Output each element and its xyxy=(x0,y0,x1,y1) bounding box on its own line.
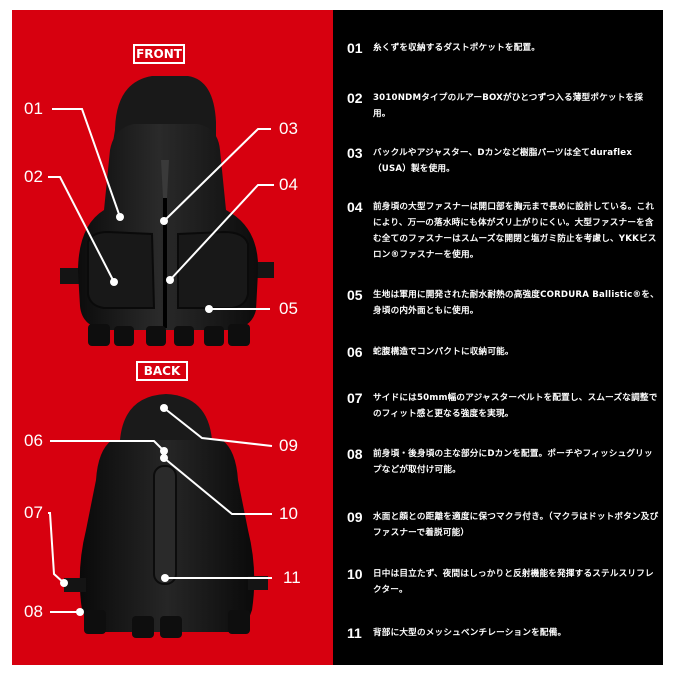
feature-text: 糸くずを収納するダストポケットを配置。 xyxy=(373,43,541,53)
dot-02 xyxy=(110,278,118,286)
callout-02: 02 xyxy=(24,167,43,186)
feature-number: 05 xyxy=(347,287,363,303)
zipper-pull xyxy=(161,160,169,198)
dot-06 xyxy=(160,447,168,455)
callout-04: 04 xyxy=(279,175,298,194)
feature-number: 04 xyxy=(347,199,363,215)
callout-07: 07 xyxy=(24,503,43,522)
feature-text: バックルやアジャスター、Dカンなど樹脂パーツは全てduraflex（USA）製を… xyxy=(373,148,633,174)
feature-number: 06 xyxy=(347,344,363,360)
dot-07 xyxy=(60,579,68,587)
feature-number: 09 xyxy=(347,509,363,525)
feature-text: サイドには50mm幅のアジャスターベルトを配置し、スムーズな調整でのフィット感と… xyxy=(373,393,658,419)
dot-01 xyxy=(116,213,124,221)
dot-10 xyxy=(160,454,168,462)
leader-04 xyxy=(169,184,274,281)
feature-list-panel: 01 糸くずを収納するダストポケットを配置。 02 3010NDMタイプのルアー… xyxy=(333,10,663,665)
callout-09: 09 xyxy=(279,436,298,455)
back-bottom-ribs xyxy=(84,610,250,638)
feature-item: 11 背部に大型のメッシュベンチレーションを配備。 xyxy=(347,625,659,641)
front-vest xyxy=(60,76,274,346)
leader-lines xyxy=(48,108,274,613)
product-feature-graphic: FRONT BACK 01 02 03 04 05 06 07 08 09 10… xyxy=(12,10,663,665)
feature-number: 10 xyxy=(347,566,363,582)
feature-text: 日中は目立たず、夜間はしっかりと反射機能を発揮するステルスリフレクター。 xyxy=(373,569,654,595)
dot-11 xyxy=(161,574,169,582)
front-pocket-left xyxy=(87,230,156,309)
back-side-belt-left xyxy=(64,578,86,592)
feature-text: 3010NDMタイプのルアーBOXがひとつずつ入る薄型ポケットを採用。 xyxy=(373,93,644,119)
feature-number: 11 xyxy=(347,625,362,641)
feature-number: 08 xyxy=(347,446,363,462)
back-side-belt-right xyxy=(248,576,268,590)
callout-11: 11 xyxy=(283,568,301,587)
feature-item: 01 糸くずを収納するダストポケットを配置。 xyxy=(347,40,659,56)
vest-diagram xyxy=(48,76,274,638)
callout-08: 08 xyxy=(24,602,43,621)
front-view-label: FRONT xyxy=(133,44,185,64)
callout-01: 01 xyxy=(24,99,43,118)
leader-01 xyxy=(52,108,121,218)
dot-03 xyxy=(160,217,168,225)
feature-number: 03 xyxy=(347,145,363,161)
dot-05 xyxy=(205,305,213,313)
feature-item: 03 バックルやアジャスター、Dカンなど樹脂パーツは全てduraflex（USA… xyxy=(347,145,659,177)
feature-number: 07 xyxy=(347,390,363,406)
leader-06 xyxy=(50,440,165,452)
back-pillow xyxy=(120,394,212,440)
dot-04 xyxy=(166,276,174,284)
front-bottom-ribs xyxy=(88,324,250,346)
feature-item: 08 前身頃・後身頃の主な部分にDカンを配置。ポーチやフィッシュグリップなどが取… xyxy=(347,446,659,478)
diagram-panel: FRONT BACK 01 02 03 04 05 06 07 08 09 10… xyxy=(12,10,333,665)
callout-03: 03 xyxy=(279,119,298,138)
feature-text: 水面と顔との距離を適度に保つマクラ付き。（マクラはドットボタン及びファスナーで着… xyxy=(373,512,659,538)
callout-10: 10 xyxy=(279,504,298,523)
feature-item: 04 前身頃の大型ファスナーは開口部を胸元まで長めに設計している。これにより、万… xyxy=(347,199,659,263)
leader-02 xyxy=(48,176,115,283)
feature-item: 07 サイドには50mm幅のアジャスターベルトを配置し、スムーズな調整でのフィッ… xyxy=(347,390,659,422)
feature-item: 10 日中は目立たず、夜間はしっかりと反射機能を発揮するステルスリフレクター。 xyxy=(347,566,659,598)
leader-dots xyxy=(60,213,213,616)
leader-03 xyxy=(163,128,271,222)
feature-text: 生地は軍用に開発された耐水耐熱の高強度CORDURA Ballistic®を、身… xyxy=(373,290,659,316)
feature-item: 05 生地は軍用に開発された耐水耐熱の高強度CORDURA Ballistic®… xyxy=(347,287,659,319)
leader-10 xyxy=(163,457,272,515)
callout-06: 06 xyxy=(24,431,43,450)
feature-item: 06 蛇腹構造でコンパクトに収納可能。 xyxy=(347,344,659,360)
dot-09 xyxy=(160,404,168,412)
feature-text: 前身頃の大型ファスナーは開口部を胸元まで長めに設計している。これにより、万一の落… xyxy=(373,202,657,260)
feature-item: 02 3010NDMタイプのルアーBOXがひとつずつ入る薄型ポケットを採用。 xyxy=(347,90,659,122)
feature-item: 09 水面と顔との距離を適度に保つマクラ付き。（マクラはドットボタン及びファスナ… xyxy=(347,509,659,541)
feature-number: 01 xyxy=(347,40,363,56)
callout-05: 05 xyxy=(279,299,298,318)
feature-text: 背部に大型のメッシュベンチレーションを配備。 xyxy=(373,628,567,638)
back-view-label: BACK xyxy=(136,361,188,381)
leader-07 xyxy=(48,512,65,584)
leader-09 xyxy=(163,407,273,447)
back-vest xyxy=(64,394,268,638)
feature-text: 蛇腹構造でコンパクトに収納可能。 xyxy=(373,347,514,357)
feature-text: 前身頃・後身頃の主な部分にDカンを配置。ポーチやフィッシュグリップなどが取付け可… xyxy=(373,449,653,475)
front-pocket-right xyxy=(177,230,249,309)
dot-08 xyxy=(76,608,84,616)
back-mesh-ventilation xyxy=(153,465,177,585)
feature-number: 02 xyxy=(347,90,363,106)
